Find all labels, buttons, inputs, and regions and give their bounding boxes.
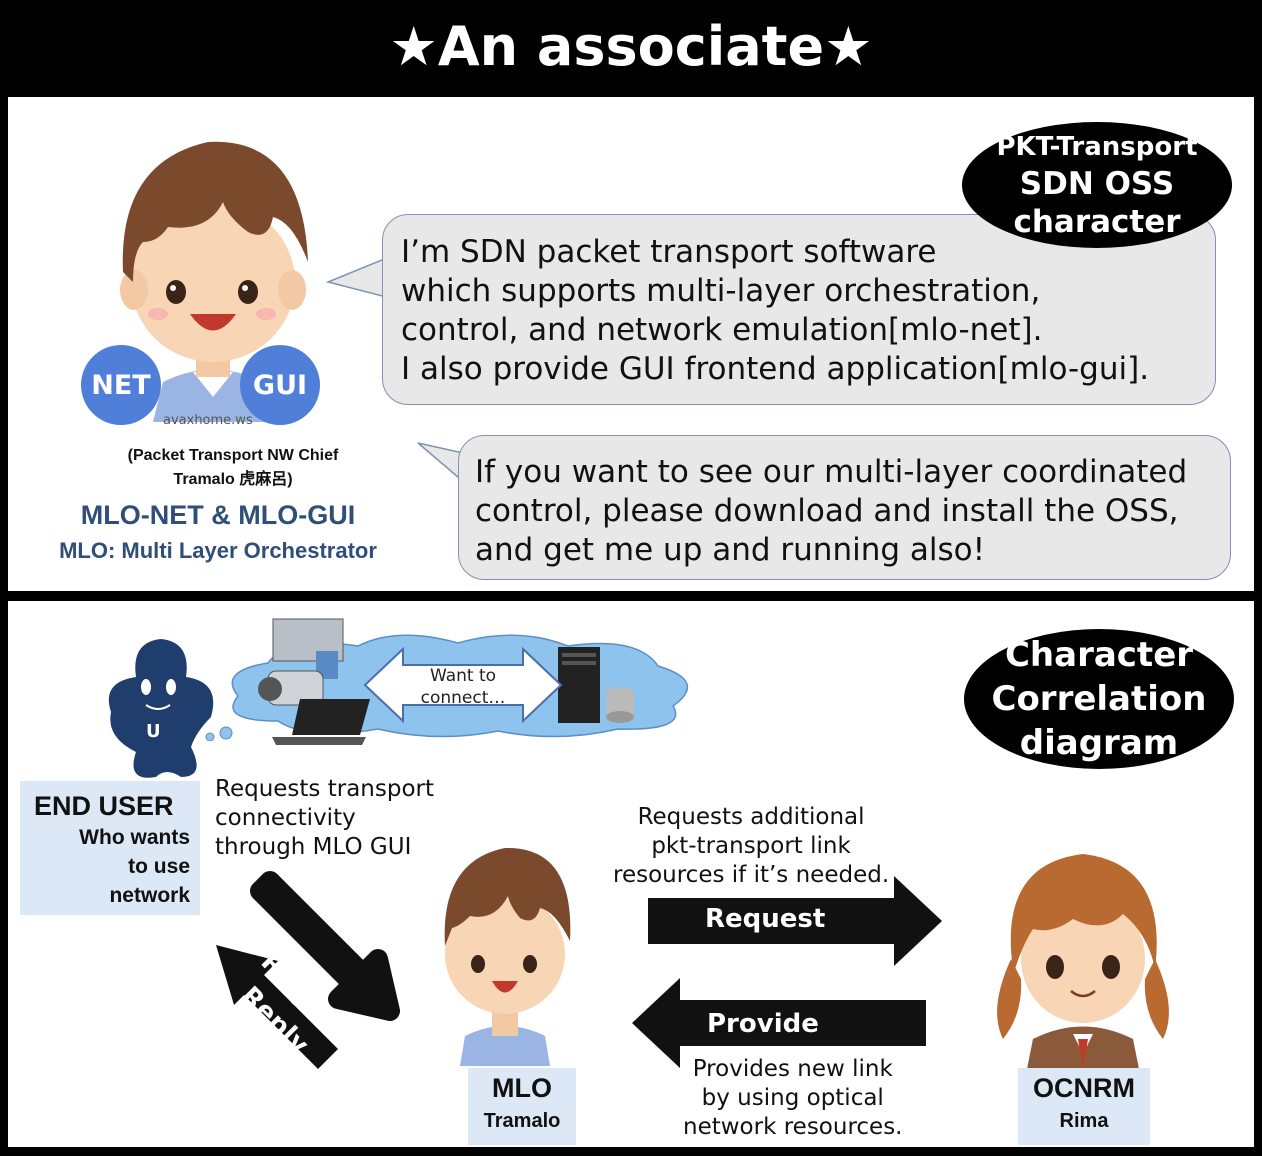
character-caption: (Packet Transport NW Chief Tramalo 虎麻呂)	[68, 444, 398, 492]
caption-line: (Packet Transport NW Chief	[127, 447, 339, 464]
rima-character-illustration	[997, 854, 1169, 1079]
speech-bubble-invite: If you want to see our multi-layer coord…	[458, 435, 1231, 580]
ocnrm-subtitle: Rima	[1059, 1110, 1109, 1132]
ocnrm-title: OCNRM	[1033, 1073, 1135, 1103]
cloud-text-line: connect…	[420, 688, 506, 708]
request-text-line: through MLO GUI	[215, 834, 412, 860]
end-user-character	[108, 639, 214, 778]
cloud-caption: Want to connect…	[403, 665, 523, 709]
correlation-badge: Character Correlation diagram	[964, 629, 1234, 769]
additional-request-line: pkt-transport link	[651, 833, 851, 859]
provides-line: by using optical	[701, 1085, 884, 1111]
bubble-line: I also provide GUI frontend application[…	[401, 351, 1150, 387]
provides-text: Provides new link by using optical netwo…	[683, 1055, 903, 1142]
badge-line: Character	[1004, 635, 1194, 675]
provide-arrow-left	[632, 978, 926, 1068]
end-user-line: to use	[128, 855, 190, 878]
laptop-icon	[272, 699, 370, 745]
provides-line: Provides new link	[692, 1056, 893, 1082]
diagonal-arrows	[216, 871, 400, 1069]
watermark: avaxhome.ws	[163, 413, 253, 428]
net-circle: NET	[81, 345, 161, 425]
additional-request-line: Requests additional	[637, 804, 865, 830]
provide-label: Provide	[707, 1009, 819, 1039]
end-user-line: network	[109, 884, 190, 907]
want-to-connect-arrow	[363, 647, 563, 723]
bubble-line: and get me up and running also!	[475, 532, 986, 568]
server-icon	[558, 647, 634, 723]
request-text-line: connectivity	[215, 805, 356, 831]
tramalo-character-illustration	[120, 141, 308, 422]
bubble-line: control, and network emulation[mlo-net].	[401, 312, 1043, 348]
pkt-transport-badge: PKT-Transport SDN OSS character	[962, 122, 1232, 248]
product-name: MLO-NET & MLO-GUI	[80, 500, 356, 530]
bubble-line: which supports multi-layer orchestration…	[401, 273, 1041, 309]
badge-line: PKT-Transport	[996, 132, 1198, 162]
correlation-panel: Want to connect… U END USER Who wants to…	[8, 601, 1254, 1147]
request-arrow-right	[648, 876, 942, 966]
product-description: MLO: Multi Layer Orchestrator	[59, 538, 377, 563]
badge-line: Correlation	[991, 679, 1207, 719]
page-title: ★An associate★	[389, 15, 873, 78]
gui-circle: GUI	[240, 345, 320, 425]
speech-bubble-intro: I’m SDN packet transport software which …	[382, 214, 1216, 405]
user-letter: U	[146, 721, 161, 742]
right-request-label: Request	[705, 904, 826, 934]
request-text-line: Requests transport	[215, 776, 434, 802]
camera-icon	[258, 618, 344, 706]
bubble-line: If you want to see our multi-layer coord…	[475, 454, 1188, 490]
badge-line: character	[1013, 204, 1181, 240]
end-user-line: Who wants	[79, 826, 190, 849]
mlo-character-illustration	[444, 847, 571, 1066]
ocnrm-label: OCNRM Rima	[1018, 1068, 1150, 1145]
end-user-request-text: Requests transport connectivity through …	[215, 775, 434, 862]
badge-line: SDN OSS	[1019, 166, 1175, 202]
caption-line: Tramalo 虎麻呂)	[173, 471, 293, 488]
end-user-label: END USER Who wants to use network	[20, 781, 200, 915]
mlo-title: MLO	[492, 1073, 552, 1103]
additional-request-line: resources if it’s needed.	[613, 862, 890, 888]
provides-line: network resources.	[683, 1114, 903, 1140]
mlo-subtitle: Tramalo	[483, 1110, 561, 1132]
mlo-label: MLO Tramalo	[468, 1068, 576, 1145]
cloud-text-line: Want to	[429, 666, 497, 686]
bubble-line: control, please download and install the…	[475, 493, 1179, 529]
additional-request-text: Requests additional pkt-transport link r…	[613, 803, 889, 890]
bubble-line: I’m SDN packet transport software	[401, 234, 937, 270]
end-user-title: END USER	[34, 791, 174, 821]
intro-panel: NET GUI avaxhome.ws (Packet Transport NW…	[8, 97, 1254, 591]
badge-line: diagram	[1019, 723, 1179, 763]
